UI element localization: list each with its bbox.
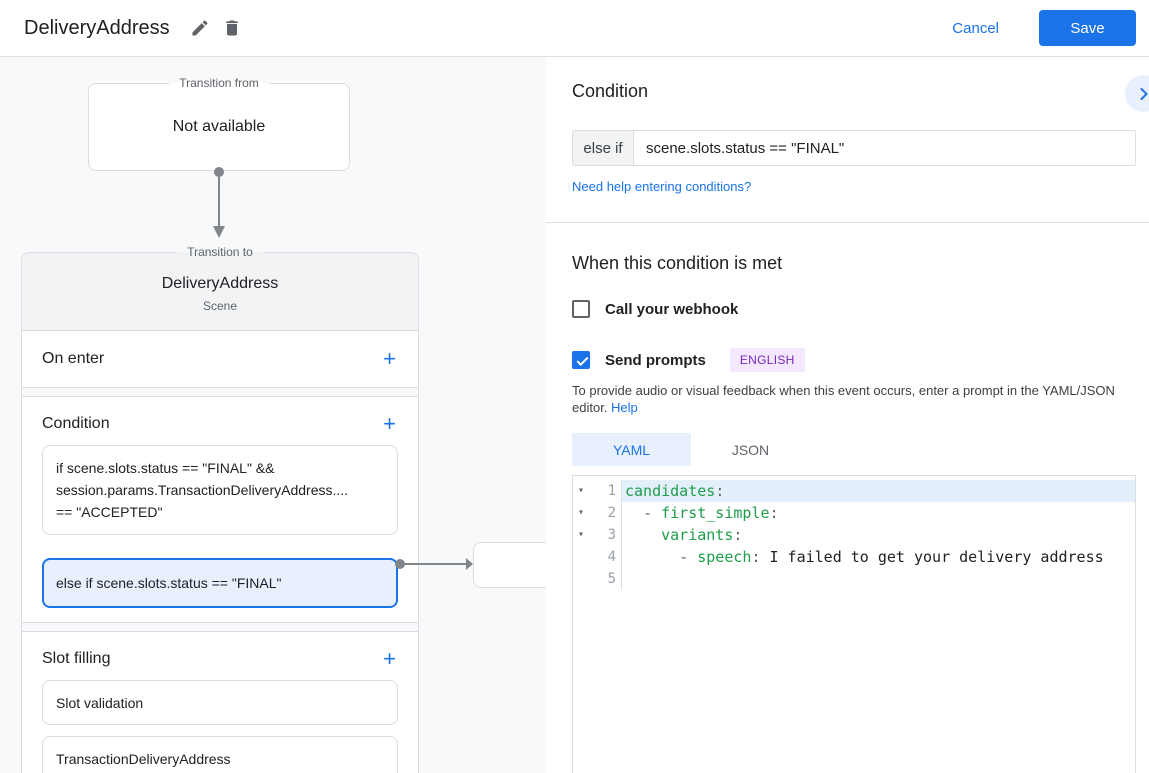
panel-title: Condition	[572, 81, 649, 101]
yaml-punct: -	[643, 504, 662, 522]
yaml-key: first_simple	[661, 504, 770, 522]
call-webhook-checkbox[interactable]	[572, 300, 590, 318]
send-prompts-checkbox[interactable]	[572, 351, 590, 369]
prompts-description: To provide audio or visual feedback when…	[572, 382, 1136, 416]
yaml-key: candidates	[625, 482, 716, 500]
condition-item-elseif-selected[interactable]: else if scene.slots.status == "FINAL"	[42, 558, 398, 608]
line-number: 1	[607, 483, 616, 499]
slot-item-label: TransactionDeliveryAddress	[56, 750, 231, 767]
on-enter-section: On enter +	[22, 331, 418, 388]
code-line[interactable]: ▾ 3 variants:	[573, 524, 1135, 546]
editor-tabs: YAML JSON	[572, 433, 1136, 466]
scene-name: DeliveryAddress	[161, 275, 279, 292]
yaml-indent	[625, 526, 661, 544]
prompts-help-link[interactable]: Help	[611, 400, 638, 415]
language-badge: ENGLISH	[729, 348, 805, 372]
condition-section: Condition + if scene.slots.status == "FI…	[22, 396, 418, 623]
edit-scene-button[interactable]	[184, 12, 216, 44]
tab-json[interactable]: JSON	[691, 433, 810, 466]
yaml-code-editor[interactable]: ▾ 1 candidates: ▾ 2 - first_simple: ▾ 3 …	[572, 475, 1136, 773]
transition-to-label: Transition to	[177, 245, 263, 259]
yaml-value: I failed to get your delivery address	[760, 548, 1104, 566]
pencil-icon	[192, 20, 208, 36]
cancel-button[interactable]: Cancel	[952, 19, 999, 37]
scene-diagram-canvas: Transition from Not available Transition…	[0, 57, 546, 773]
condition-section-label: Condition	[42, 415, 110, 432]
fold-icon[interactable]: ▾	[578, 485, 585, 496]
yaml-punct: -	[679, 548, 698, 566]
add-on-enter-button[interactable]: +	[383, 346, 396, 371]
webhook-row: Call your webhook	[572, 300, 1136, 318]
code-line[interactable]: 4 - speech: I failed to get your deliver…	[573, 546, 1135, 568]
collapse-panel-button[interactable]	[1125, 75, 1149, 112]
condition-editor-panel: Condition else if Need help entering con…	[546, 57, 1149, 773]
transition-from-label: Transition from	[169, 76, 269, 90]
code-line[interactable]: ▾ 2 - first_simple:	[573, 502, 1135, 524]
section-gap	[22, 388, 418, 396]
slot-item-label: Slot validation	[56, 694, 144, 711]
line-number: 2	[607, 505, 616, 521]
page-title: DeliveryAddress	[24, 16, 170, 39]
code-line[interactable]: 5	[573, 568, 1135, 590]
main-content: Transition from Not available Transition…	[0, 57, 1149, 773]
save-button[interactable]: Save	[1039, 10, 1136, 46]
scene-type-label: Scene	[202, 299, 238, 313]
condition-expression-input[interactable]	[634, 131, 1135, 165]
chevron-right-icon	[1140, 87, 1147, 100]
scene-card: Transition to DeliveryAddress Scene On e…	[21, 245, 419, 773]
condition-text-line: else if scene.slots.status == "FINAL"	[56, 575, 282, 591]
line-number: 5	[607, 571, 616, 587]
delete-scene-button[interactable]	[216, 12, 248, 44]
yaml-punct: :	[751, 548, 761, 566]
add-slot-button[interactable]: +	[383, 646, 396, 671]
slot-filling-section: Slot filling + Slot validation Transacti…	[22, 631, 418, 773]
yaml-indent	[625, 504, 643, 522]
line-number: 4	[607, 549, 616, 565]
panel-divider	[546, 222, 1149, 223]
transition-from-value: Not available	[172, 118, 266, 135]
condition-met-title: When this condition is met	[572, 253, 783, 273]
transition-from-box[interactable]: Transition from Not available	[88, 76, 350, 171]
add-condition-button[interactable]: +	[383, 411, 396, 436]
condition-help-link[interactable]: Need help entering conditions?	[572, 179, 752, 194]
yaml-key: speech	[697, 548, 752, 566]
yaml-punct: :	[715, 482, 725, 500]
right-arrow-connector	[395, 558, 473, 570]
tab-yaml[interactable]: YAML	[572, 433, 691, 466]
down-arrow-connector	[213, 167, 225, 238]
condition-input-row: else if	[572, 130, 1136, 166]
yaml-indent	[625, 548, 679, 566]
send-prompts-row: Send prompts ENGLISH	[572, 348, 1136, 372]
trash-icon	[225, 20, 238, 36]
yaml-punct: :	[769, 504, 779, 522]
code-line[interactable]: ▾ 1 candidates:	[573, 480, 1135, 502]
send-prompts-label: Send prompts	[605, 351, 706, 369]
condition-text-line: if scene.slots.status == "FINAL" &&	[56, 460, 275, 476]
slot-filling-label: Slot filling	[42, 650, 111, 667]
yaml-key: variants	[661, 526, 734, 544]
section-gap	[22, 623, 418, 631]
fold-icon[interactable]: ▾	[578, 529, 585, 540]
condition-prefix-label: else if	[573, 131, 634, 165]
top-bar: DeliveryAddress Cancel Save	[0, 0, 1149, 57]
fold-icon[interactable]: ▾	[578, 507, 585, 518]
condition-text-line: session.params.TransactionDeliveryAddres…	[56, 482, 349, 498]
condition-text-line: == "ACCEPTED"	[56, 504, 163, 520]
call-webhook-label: Call your webhook	[605, 300, 739, 318]
transition-target-box[interactable]	[473, 542, 546, 588]
on-enter-label: On enter	[42, 350, 105, 367]
slot-validation-item[interactable]: Slot validation	[42, 680, 398, 725]
slot-transaction-delivery-address-item[interactable]: TransactionDeliveryAddress	[42, 736, 398, 773]
line-number: 3	[607, 527, 616, 543]
prompts-description-text: To provide audio or visual feedback when…	[572, 383, 1115, 415]
yaml-punct: :	[733, 526, 743, 544]
condition-item-if[interactable]: if scene.slots.status == "FINAL" && sess…	[42, 445, 398, 535]
scene-card-header[interactable]: DeliveryAddress Scene	[22, 253, 418, 331]
